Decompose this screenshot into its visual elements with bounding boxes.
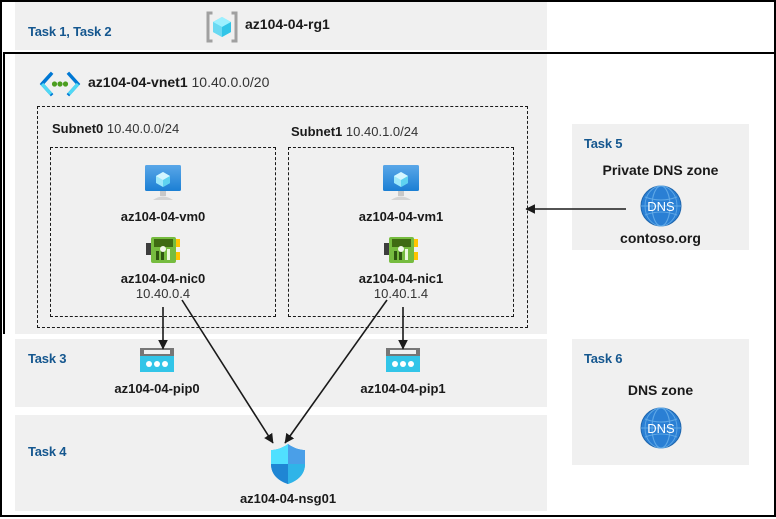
nic0-name: az104-04-nic0 xyxy=(120,271,206,286)
vnet-container xyxy=(3,52,776,334)
vm1-name: az104-04-vm1 xyxy=(358,209,444,224)
task-label-1-2: Task 1, Task 2 xyxy=(28,24,112,39)
node-nsg[interactable]: az104-04-nsg01 xyxy=(208,442,368,506)
node-nic0[interactable]: az104-04-nic0 10.40.0.4 xyxy=(83,234,243,301)
svg-text:DNS: DNS xyxy=(647,421,675,436)
pip1-name: az104-04-pip1 xyxy=(360,381,446,396)
public-ip-icon xyxy=(77,346,237,381)
node-pip0[interactable]: az104-04-pip0 xyxy=(77,346,237,396)
pip0-name: az104-04-pip0 xyxy=(114,381,200,396)
network-interface-icon xyxy=(83,234,243,271)
network-security-group-shield-icon xyxy=(208,442,368,491)
public-ip-icon xyxy=(323,346,483,381)
nic0-ip: 10.40.0.4 xyxy=(135,286,191,301)
vnet-name: az104-04-vnet1 xyxy=(88,74,188,90)
task-label-6: Task 6 xyxy=(584,351,623,366)
virtual-machine-icon xyxy=(321,162,481,209)
private-dns-zone-title: Private DNS zone xyxy=(602,162,719,178)
dns-globe-icon[interactable]: DNS xyxy=(572,184,749,233)
subnets-outer-boundary xyxy=(37,106,528,328)
node-vm1[interactable]: az104-04-vm1 xyxy=(321,162,481,224)
private-dns-zone-name: contoso.org xyxy=(620,230,701,246)
dns-zone-title: DNS zone xyxy=(627,382,694,398)
resource-group-panel xyxy=(15,2,547,50)
vnet-title: az104-04-vnet1 10.40.0.0/20 xyxy=(88,74,269,90)
subnet1-cidr: 10.40.1.0/24 xyxy=(345,124,419,139)
virtual-machine-icon xyxy=(83,162,243,209)
task-label-3: Task 3 xyxy=(28,351,67,366)
node-pip1[interactable]: az104-04-pip1 xyxy=(323,346,483,396)
resource-group-name: az104-04-rg1 xyxy=(245,16,330,32)
subnet1-name: Subnet1 xyxy=(291,124,343,139)
vnet-background xyxy=(15,52,547,334)
vm0-name: az104-04-vm0 xyxy=(120,209,206,224)
dns-globe-icon[interactable]: DNS xyxy=(572,406,749,455)
vnet-address-space: 10.40.0.0/20 xyxy=(191,74,270,90)
subnet0-title: Subnet0 10.40.0.0/24 xyxy=(52,121,179,136)
nic1-name: az104-04-nic1 xyxy=(358,271,444,286)
subnet1-boundary xyxy=(288,147,514,317)
resource-group-cube-icon xyxy=(205,11,239,48)
subnet1-title: Subnet1 10.40.1.0/24 xyxy=(291,124,418,139)
task-label-4: Task 4 xyxy=(28,444,67,459)
nsg-name: az104-04-nsg01 xyxy=(239,491,337,506)
subnet0-cidr: 10.40.0.0/24 xyxy=(106,121,180,136)
node-vm0[interactable]: az104-04-vm0 xyxy=(83,162,243,224)
subnet0-name: Subnet0 xyxy=(52,121,104,136)
svg-text:DNS: DNS xyxy=(647,199,675,214)
network-interface-icon xyxy=(321,234,481,271)
nic1-ip: 10.40.1.4 xyxy=(373,286,429,301)
task-label-5: Task 5 xyxy=(584,136,623,151)
vnet-brackets-icon xyxy=(38,70,82,103)
public-ip-panel xyxy=(15,339,547,407)
node-nic1[interactable]: az104-04-nic1 10.40.1.4 xyxy=(321,234,481,301)
